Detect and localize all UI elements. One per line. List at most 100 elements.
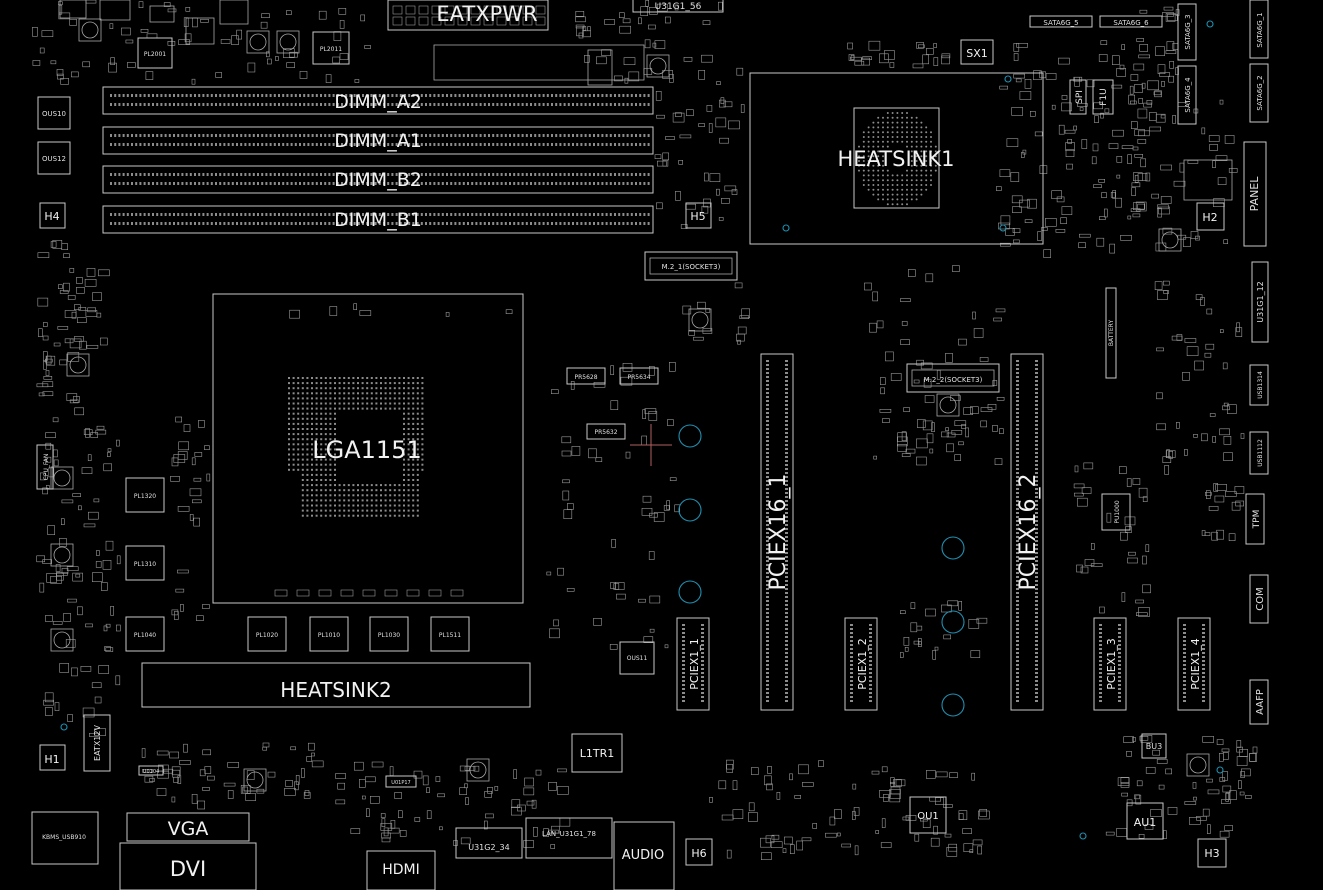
- svg-text:PL2011: PL2011: [320, 46, 342, 53]
- u31g1-56-header: U31G1_56: [632, 0, 724, 13]
- svg-text:AAFP: AAFP: [1255, 689, 1266, 715]
- svg-text:EATX12V: EATX12V: [93, 725, 102, 761]
- svg-text:PL1020: PL1020: [256, 632, 278, 639]
- svg-text:TPM: TPM: [1252, 510, 1262, 530]
- crosshair-marker: [630, 424, 672, 466]
- pciex1-slots: PCIEX1_1 PCIEX1_2 PCIEX1_3 PCIEX1_4: [676, 617, 1211, 711]
- ous11-chip: OUS11: [619, 641, 655, 675]
- svg-text:PL2001: PL2001: [144, 51, 166, 58]
- svg-text:H6: H6: [691, 847, 706, 860]
- sata6g-5-6: SATA6G_5 SATA6G_6: [1029, 15, 1163, 28]
- svg-text:PL1010: PL1010: [318, 632, 340, 639]
- svg-text:H1: H1: [44, 753, 59, 766]
- svg-text:COM: COM: [1255, 587, 1266, 610]
- dimm-b1-label: DIMM_B1: [334, 209, 422, 231]
- svg-text:PL1310: PL1310: [134, 561, 156, 568]
- mounting-holes: H4 H5 H2 H1 H6 H3: [39, 202, 1227, 868]
- eatxpwr-label: EATXPWR: [436, 2, 537, 26]
- pciex16-slots: PCIEX16_1 PCIEX16_2: [760, 353, 1044, 711]
- svg-text:PU1000: PU1000: [1114, 500, 1121, 523]
- svg-text:SATA6G_4: SATA6G_4: [1184, 77, 1192, 113]
- svg-text:SX1: SX1: [966, 47, 988, 60]
- svg-text:PR5634: PR5634: [627, 374, 650, 381]
- svg-text:OUS12: OUS12: [42, 155, 66, 163]
- svg-text:BATTERY: BATTERY: [1108, 320, 1115, 347]
- svg-text:USB1112: USB1112: [1257, 439, 1264, 467]
- spi-f1u: SPI F1U: [1069, 79, 1114, 115]
- vrm-inductors: PL1320 PL1310 PL1040 PL1020 PL1010 PL103…: [125, 477, 470, 652]
- svg-text:PL1030: PL1030: [378, 632, 400, 639]
- bu3-chip: BU3: [1141, 733, 1167, 759]
- pu1000: PU1000: [1101, 493, 1131, 531]
- svg-text:H5: H5: [690, 210, 705, 223]
- heatsink1-area: HEATSINK1: [749, 72, 1044, 245]
- right-headers: U31G1_12 BATTERY USB1314 USB1112 TPM COM…: [1105, 261, 1269, 725]
- svg-text:PCIEX1_3: PCIEX1_3: [1105, 638, 1118, 690]
- svg-text:PL1511: PL1511: [439, 632, 461, 639]
- svg-text:U31G1_12: U31G1_12: [1256, 281, 1265, 323]
- blue-holes: [60, 20, 1224, 840]
- dimm-a1-label: DIMM_A1: [334, 130, 422, 152]
- rear-io: KBMS_USB910 VGA DVI HDMI U31G2_34 LAN_U3…: [31, 811, 675, 890]
- svg-text:SATA6G_1: SATA6G_1: [1256, 12, 1264, 47]
- svg-text:AUDIO: AUDIO: [622, 848, 665, 863]
- lga1151-label: LGA1151: [312, 436, 421, 464]
- svg-text:AU1: AU1: [1134, 816, 1157, 829]
- pl2001-pl2011: PL2001 PL2011: [137, 31, 350, 69]
- svg-text:SPI: SPI: [1075, 90, 1085, 104]
- heatsink1-label: HEATSINK1: [838, 147, 955, 171]
- pciex16-1-label: PCIEX16_1: [766, 473, 791, 590]
- svg-text:CPU_FAN: CPU_FAN: [43, 454, 50, 481]
- heatsink2-label: HEATSINK2: [280, 678, 391, 702]
- sx1-crystal: SX1: [960, 39, 994, 65]
- svg-text:SATA6G_2: SATA6G_2: [1256, 75, 1264, 110]
- eatx12v-connector: EATX12V: [83, 714, 111, 772]
- svg-text:PR5632: PR5632: [594, 429, 617, 436]
- svg-text:U0104: U0104: [143, 769, 159, 775]
- dimm-b2-label: DIMM_B2: [334, 169, 422, 191]
- eatxpwr-connector: EATXPWR: [387, 0, 549, 31]
- svg-text:OUS10: OUS10: [42, 110, 66, 118]
- svg-text:L1TR1: L1TR1: [580, 747, 615, 760]
- heatsink2-area: HEATSINK2: [141, 662, 531, 708]
- svg-text:PCIEX1_1: PCIEX1_1: [688, 638, 701, 690]
- svg-text:PL1320: PL1320: [134, 493, 156, 500]
- svg-text:SATA6G_5: SATA6G_5: [1043, 19, 1078, 27]
- svg-text:PCIEX1_4: PCIEX1_4: [1189, 638, 1202, 690]
- ou1-chip: OU1: [909, 796, 947, 834]
- svg-text:PR5628: PR5628: [574, 374, 597, 381]
- ous-chips: OUS10 OUS12: [37, 96, 71, 175]
- passive-components: [32, 0, 1258, 861]
- svg-text:H4: H4: [44, 210, 59, 223]
- svg-text:HDMI: HDMI: [382, 862, 420, 878]
- svg-text:DVI: DVI: [170, 857, 206, 881]
- dimm-slots: DIMM_A2 DIMM_A1 DIMM_B2 DIMM_B1: [102, 86, 654, 234]
- svg-text:OUS11: OUS11: [627, 655, 648, 662]
- svg-text:PCIEX1_2: PCIEX1_2: [856, 638, 869, 690]
- svg-text:USB1314: USB1314: [1257, 371, 1264, 399]
- svg-text:KBMS_USB910: KBMS_USB910: [42, 834, 86, 841]
- svg-text:BU3: BU3: [1146, 742, 1162, 751]
- svg-text:PANEL: PANEL: [1248, 176, 1261, 212]
- sata-vertical-ports: SATA6G_3 SATA6G_1 SATA6G_4 SATA6G_2: [1177, 0, 1269, 125]
- svg-text:U31G1_56: U31G1_56: [655, 2, 702, 12]
- l1tr1: L1TR1: [571, 733, 623, 773]
- au1-chip: AU1: [1126, 802, 1164, 840]
- lga1151-socket: LGA1151: [212, 293, 524, 604]
- svg-text:M.2_1(SOCKET3): M.2_1(SOCKET3): [662, 263, 721, 271]
- svg-text:PL1040: PL1040: [134, 632, 156, 639]
- panel-header: PANEL: [1243, 141, 1267, 247]
- svg-text:SATA6G_6: SATA6G_6: [1113, 19, 1149, 27]
- svg-text:LAN_U31G1_78: LAN_U31G1_78: [542, 830, 596, 838]
- pciex16-2-label: PCIEX16_2: [1016, 473, 1041, 590]
- svg-text:U31G2_34: U31G2_34: [468, 843, 510, 852]
- svg-text:H2: H2: [1202, 211, 1217, 224]
- u0104-u01p1: U0104 U01P17: [138, 765, 417, 788]
- m2-sockets: M.2_1(SOCKET3) M.2_2(SOCKET3): [644, 251, 1000, 393]
- svg-text:F1U: F1U: [1099, 88, 1109, 106]
- dimm-a2-label: DIMM_A2: [334, 91, 422, 113]
- svg-text:VGA: VGA: [168, 818, 209, 840]
- pr-regulators: PR5628 PR5634 PR5632: [566, 367, 659, 440]
- cpu-fan-header: CPU_FAN: [36, 444, 54, 490]
